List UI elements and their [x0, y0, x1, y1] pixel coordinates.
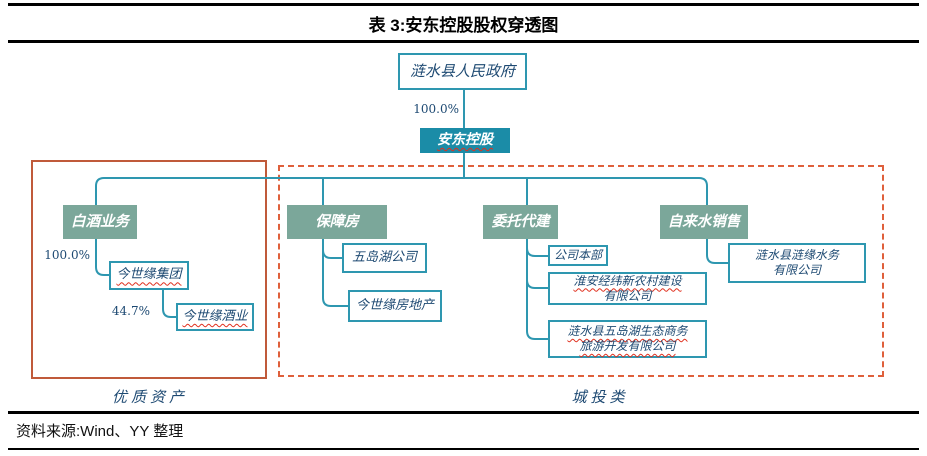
- caption-chengtou: 城投类: [571, 388, 629, 406]
- node-jingwei-label: 淮安经纬新农村建设 有限公司: [573, 274, 681, 304]
- chengtou-groupbox: [278, 165, 884, 377]
- edge-construction-jingwei: [526, 239, 548, 289]
- node-government: 涟水县人民政府: [398, 53, 527, 90]
- caption-quality-assets: 优质资产: [111, 388, 188, 406]
- node-construction-head-label: 委托代建: [491, 212, 550, 230]
- edge-water-lianyuan: [706, 239, 728, 264]
- footer-top-rule: [8, 411, 919, 414]
- node-jsy-group-label: 今世缘集团: [116, 267, 182, 283]
- node-housing-head: 保障房: [287, 205, 387, 239]
- node-jsy-realestate: 今世缘房地产: [348, 290, 442, 322]
- top-rule: [8, 3, 919, 6]
- node-eco-tourism-line1: 涟水县五岛湖生态商务: [567, 324, 688, 338]
- title-bottom-rule: [8, 40, 919, 43]
- node-lianyuan-line1: 涟水县涟缘水务: [754, 248, 839, 262]
- node-holding: 安东控股: [420, 128, 510, 153]
- node-eco-tourism-label: 涟水县五岛湖生态商务 旅游开发有限公司: [567, 324, 687, 354]
- node-liquor-head-label: 白酒业务: [71, 212, 129, 230]
- figure-title: 表 3:安东控股股权穿透图: [368, 16, 559, 35]
- edge-housing-wudaohu: [322, 239, 342, 259]
- node-lianyuan-water-label: 涟水县涟缘水务 有限公司: [755, 248, 839, 278]
- node-wudaohu-label: 五岛湖公司: [351, 249, 417, 265]
- trunk-line: [95, 177, 708, 205]
- node-water-head-label: 自来水销售: [667, 212, 741, 230]
- stake-gov-holding: 100.0%: [413, 102, 459, 116]
- node-eco-tourism-line2: 旅游开发有限公司: [579, 339, 676, 353]
- node-lianyuan-line2: 有限公司: [772, 263, 821, 277]
- edge-construction-eco: [526, 239, 548, 340]
- node-construction-head: 委托代建: [483, 205, 558, 239]
- node-hq: 公司本部: [548, 245, 608, 266]
- node-hq-label: 公司本部: [553, 248, 602, 262]
- edge-liquor-jsygroup: [95, 239, 109, 276]
- node-holding-label: 安东控股: [437, 131, 493, 148]
- node-lianyuan-water: 涟水县涟缘水务 有限公司: [728, 243, 866, 283]
- node-housing-head-label: 保障房: [315, 212, 359, 230]
- stake-jsygroup-jsyliquor: 44.7%: [111, 304, 150, 318]
- edge-jsygroup-jsyliquor: [162, 290, 176, 318]
- edge-housing-realestate: [322, 239, 348, 307]
- source-note: 资料来源:Wind、YY 整理: [16, 423, 184, 440]
- node-jsy-liquor-label: 今世缘酒业: [182, 308, 248, 324]
- footer-bottom-rule: [8, 448, 919, 450]
- stake-holding-jsygroup: 100.0%: [44, 248, 90, 262]
- node-eco-tourism: 涟水县五岛湖生态商务 旅游开发有限公司: [548, 320, 707, 358]
- node-wudaohu: 五岛湖公司: [342, 243, 427, 273]
- node-jingwei: 淮安经纬新农村建设 有限公司: [548, 272, 707, 305]
- node-jsy-realestate-label: 今世缘房地产: [355, 297, 434, 313]
- node-government-label: 涟水县人民政府: [409, 62, 515, 81]
- node-jsy-liquor: 今世缘酒业: [176, 303, 254, 331]
- node-jingwei-line1: 淮安经纬新农村建设: [573, 273, 682, 288]
- edge-construction-hq: [526, 239, 548, 257]
- node-jingwei-line2: 有限公司: [603, 288, 652, 303]
- node-jsy-group: 今世缘集团: [109, 261, 189, 290]
- quality-assets-groupbox: [31, 160, 267, 379]
- node-liquor-head: 白酒业务: [63, 205, 137, 239]
- node-water-head: 自来水销售: [660, 205, 748, 239]
